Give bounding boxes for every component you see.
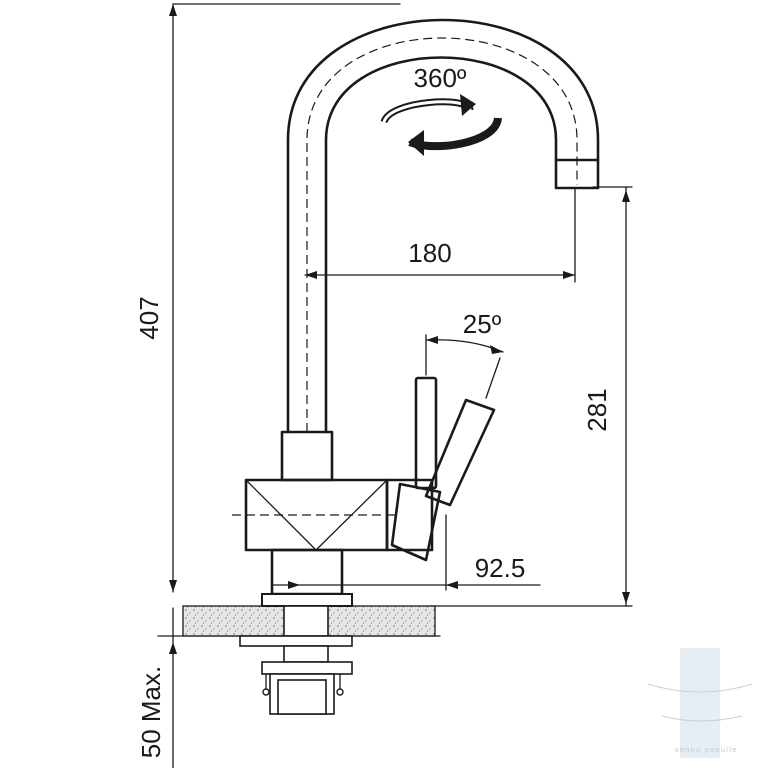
total-height-dimension: 407 (134, 3, 401, 593)
watermark-text: vennu paeuile (675, 746, 738, 754)
spout-reach-dimension: 180 (304, 187, 576, 283)
spout-height-label: 281 (582, 388, 612, 431)
mounting-hardware (239, 635, 353, 715)
lever-handle (385, 376, 496, 562)
handle-angle-label: 25º (463, 309, 502, 339)
rotation-indicator: 360º (380, 63, 502, 156)
handle-angle-dimension: 25º (425, 309, 504, 399)
counter-thickness-label: 50 Max. (136, 666, 166, 759)
handle-reach-label: 92.5 (475, 553, 526, 583)
countertop (182, 593, 436, 637)
faucet-body (232, 430, 400, 596)
gooseneck-spout (286, 18, 600, 434)
watermark: vennu paeuile (647, 648, 753, 758)
spout-reach-label: 180 (408, 238, 451, 268)
total-height-label: 407 (134, 296, 164, 339)
handle-reach-dimension: 92.5 (271, 514, 541, 591)
rotation-arrow-icon (380, 94, 502, 156)
spout-height-dimension: 281 (429, 186, 633, 607)
rotation-label: 360º (414, 63, 467, 93)
